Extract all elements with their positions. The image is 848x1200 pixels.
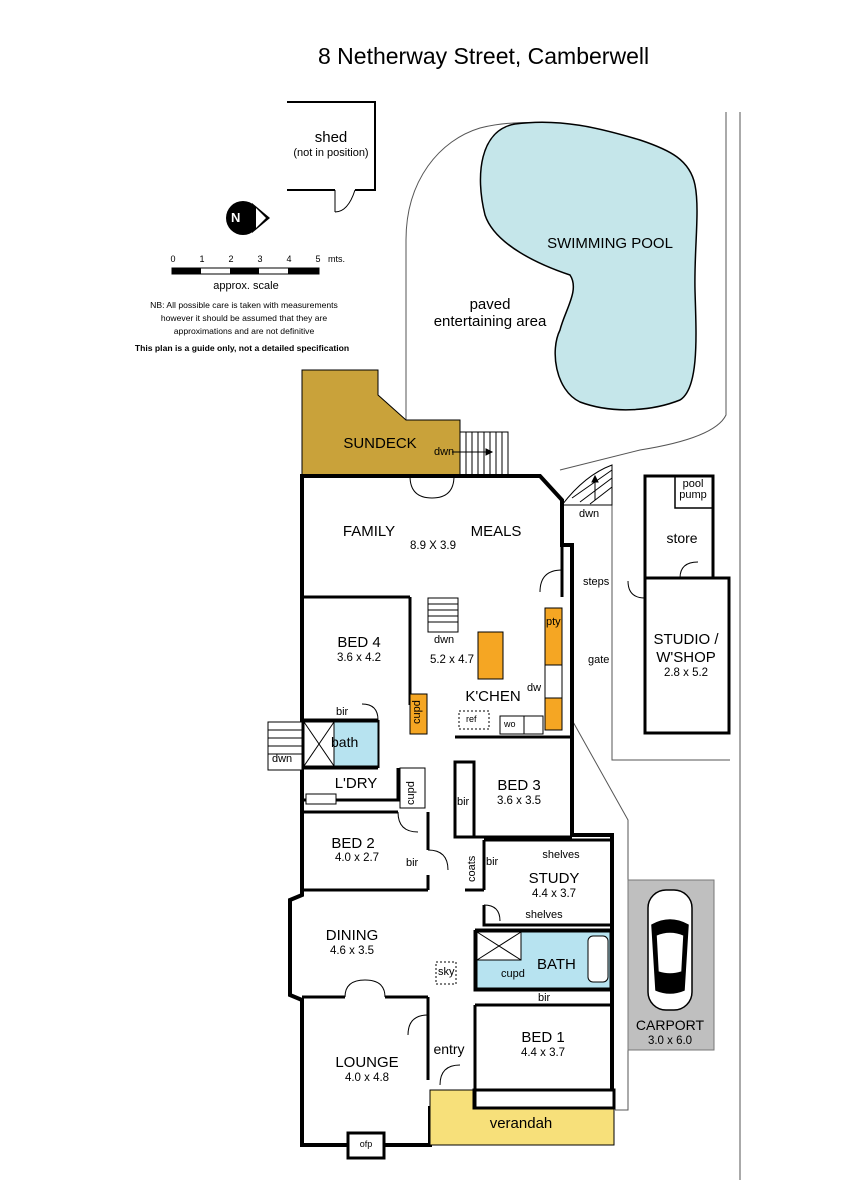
laundry-cupd-label: cupd xyxy=(405,781,417,805)
laundry-trough xyxy=(305,793,337,805)
shelves-label-2: shelves xyxy=(525,909,563,921)
kitchen-cupd-label: cupd xyxy=(411,700,423,724)
pool-pump-label-1: pool xyxy=(682,478,704,490)
kitchen-cupboard xyxy=(409,693,428,735)
bed1-label: BED 1 xyxy=(521,1029,565,1046)
shed-label: shed xyxy=(314,129,348,146)
bathtub xyxy=(587,935,609,983)
ofp-label: ofp xyxy=(359,1139,373,1149)
swimming-pool-label: SWIMMING POOL xyxy=(547,235,673,252)
dining-dim: 4.6 x 3.5 xyxy=(329,945,375,957)
page-title: 8 Netherway Street, Camberwell xyxy=(318,43,650,69)
bed4-label: BED 4 xyxy=(337,634,381,651)
coats-label: coats xyxy=(466,855,478,882)
bed3-dim: 3.6 x 3.5 xyxy=(496,795,542,807)
lounge-dim: 4.0 x 4.8 xyxy=(344,1072,390,1084)
paved-label-2: entertaining area xyxy=(433,313,547,330)
shelves-label-1: shelves xyxy=(542,849,580,861)
carport-dim: 3.0 x 6.0 xyxy=(647,1035,693,1047)
sundeck-label: SUNDECK xyxy=(343,435,417,452)
bed3-bir-label: bir xyxy=(457,796,470,808)
car-icon xyxy=(647,889,693,1011)
bed2-dim: 4.0 x 2.7 xyxy=(334,852,380,864)
study-label: STUDY xyxy=(528,870,580,887)
family-label: FAMILY xyxy=(342,523,396,540)
bath-cupd-label: cupd xyxy=(501,968,525,980)
shed xyxy=(287,101,376,213)
laundry-label: L'DRY xyxy=(334,775,378,792)
entry-label: entry xyxy=(433,1041,465,1057)
steps-label: steps xyxy=(583,576,610,588)
disclaimer-3: approximations and are not definitive xyxy=(173,326,315,336)
fridge-space xyxy=(458,710,490,730)
study-dim: 4.4 x 3.7 xyxy=(531,888,577,900)
meals-steps xyxy=(560,464,613,506)
sundeck xyxy=(301,369,461,477)
meals-label: MEALS xyxy=(470,523,522,540)
laundry-dwn: dwn xyxy=(272,753,293,765)
scale-bar xyxy=(171,267,320,275)
studio-label-1: STUDIO / xyxy=(653,631,719,648)
sink xyxy=(544,664,563,699)
guide-note: This plan is a guide only, not a detaile… xyxy=(134,343,350,353)
laundry-cupboard xyxy=(399,767,426,809)
sky-label: sky xyxy=(438,966,455,978)
cooktop xyxy=(523,715,544,735)
kitchen-dwn: dwn xyxy=(434,634,455,646)
bed2-label: BED 2 xyxy=(331,835,375,852)
bed2-bir-label: bir xyxy=(406,857,419,869)
small-bath-label: bath xyxy=(331,734,359,750)
kitchen-dim: 5.2 x 4.7 xyxy=(429,654,475,666)
scale-tick-3: 3 xyxy=(257,254,263,264)
compass-letter: N xyxy=(231,210,241,225)
gate-label: gate xyxy=(588,654,610,666)
verandah-label: verandah xyxy=(489,1115,553,1132)
door-swings xyxy=(344,475,699,1086)
studio-label-2: W'SHOP xyxy=(656,649,716,666)
north-compass-icon xyxy=(226,201,270,235)
swimming-pool xyxy=(479,121,698,411)
scale-unit: mts. xyxy=(328,254,345,264)
dw-label: dw xyxy=(527,682,542,694)
bed4-bir-label: bir xyxy=(336,706,349,718)
meals-dwn: dwn xyxy=(579,508,600,520)
sundeck-steps xyxy=(452,431,509,477)
studio-dim: 2.8 x 5.2 xyxy=(663,667,709,679)
lounge-label: LOUNGE xyxy=(335,1054,399,1071)
laundry-steps xyxy=(267,721,303,771)
kitchen-label: K'CHEN xyxy=(465,688,521,705)
outbuilding xyxy=(643,474,731,735)
ref-label: ref xyxy=(466,714,477,724)
scale-tick-4: 4 xyxy=(286,254,292,264)
scale-tick-2: 2 xyxy=(228,254,234,264)
hall-bir-label: bir xyxy=(486,856,499,868)
store-label: store xyxy=(666,530,698,546)
bed1-bir-label: bir xyxy=(538,992,551,1004)
pty-label: pty xyxy=(546,616,561,628)
bed4-dim: 3.6 x 4.2 xyxy=(336,652,382,664)
shed-note: (not in position) xyxy=(293,147,369,159)
sundeck-dwn: dwn xyxy=(434,446,455,458)
disclaimer-1: NB: All possible care is taken with meas… xyxy=(150,300,338,310)
wo-label: wo xyxy=(504,719,516,729)
kitchen-island xyxy=(477,631,504,680)
paved-label-1: paved xyxy=(469,296,511,313)
scale-tick-1: 1 xyxy=(199,254,205,264)
scale-label: approx. scale xyxy=(213,280,279,292)
scale-tick-5: 5 xyxy=(315,254,321,264)
disclaimer-2: however it should be assumed that they a… xyxy=(160,313,328,323)
skylight xyxy=(435,961,457,985)
family-dim: 8.9 X 3.9 xyxy=(409,540,457,552)
pool-pump-label-2: pump xyxy=(679,489,707,501)
kitchen-stairs xyxy=(427,597,459,633)
scale-tick-0: 0 xyxy=(170,254,176,264)
ofp-fireplace xyxy=(346,1131,386,1160)
bath-label: BATH xyxy=(537,956,576,973)
bed3-label: BED 3 xyxy=(497,777,541,794)
bed1-dim: 4.4 x 3.7 xyxy=(520,1047,566,1059)
dining-label: DINING xyxy=(325,927,379,944)
carport-label: CARPORT xyxy=(635,1017,705,1033)
